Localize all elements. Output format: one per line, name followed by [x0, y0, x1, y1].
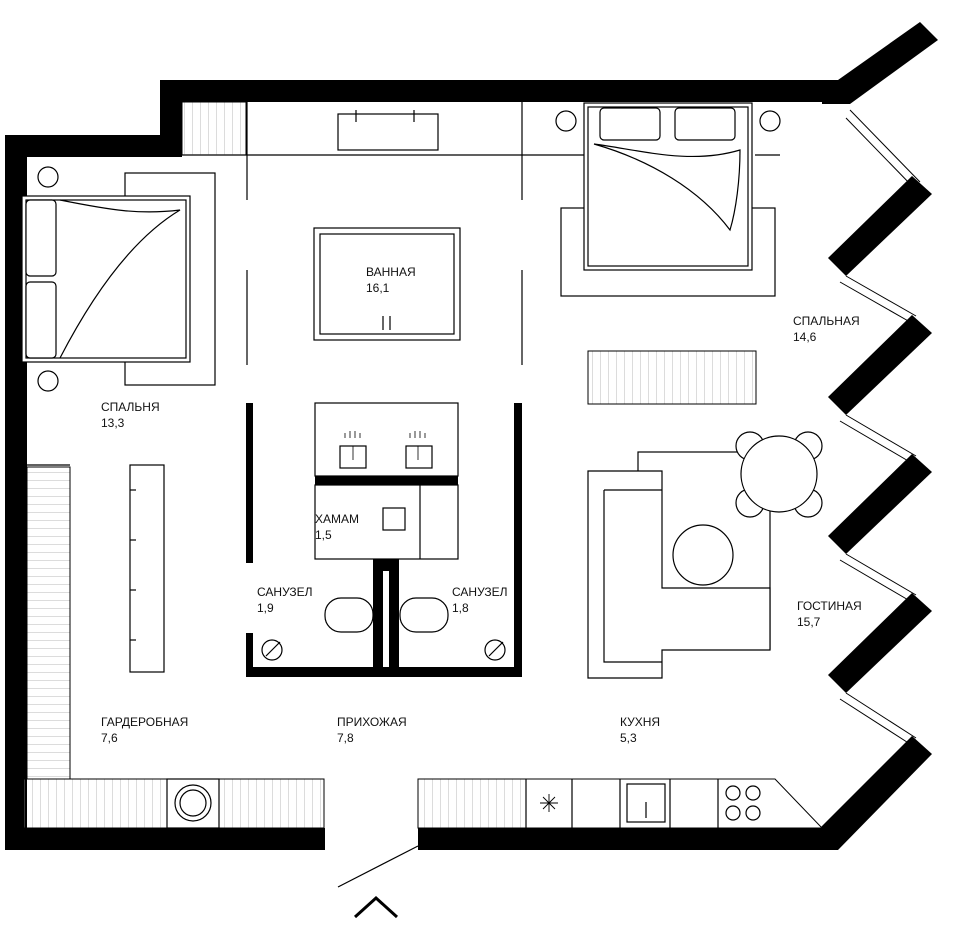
label-bedroom-left-area: 13,3: [101, 416, 125, 430]
chevron-up-icon: [353, 895, 399, 919]
label-kitchen-area: 5,3: [620, 731, 637, 745]
exterior-walls: [5, 22, 938, 850]
label-bathroom-area: 16,1: [366, 281, 390, 295]
interior-walls: [27, 102, 780, 677]
toilet-icon: [261, 597, 506, 661]
label-wc-left-area: 1,9: [257, 601, 274, 615]
label-bedroom-right-name: СПАЛЬНАЯ: [793, 314, 860, 328]
label-wardrobe-name: ГАРДЕРОБНАЯ: [101, 715, 188, 729]
shower-icon: [344, 431, 426, 460]
label-bathroom-name: ВАННАЯ: [366, 265, 416, 279]
label-hamam-area: 1,5: [315, 528, 332, 542]
left-bedroom-furniture: [21, 166, 216, 392]
label-wc-left-name: САНУЗЕЛ: [257, 585, 313, 599]
label-kitchen-name: КУХНЯ: [620, 715, 660, 729]
label-bedroom-right-area: 14,6: [793, 330, 817, 344]
right-bedroom-furniture: [555, 102, 781, 405]
cooktop-icon: [725, 785, 761, 821]
label-living-name: ГОСТИНАЯ: [797, 599, 862, 613]
label-bedroom-left-name: СПАЛЬНЯ: [101, 400, 160, 414]
label-living-area: 15,7: [797, 615, 821, 629]
living-furniture: [587, 431, 823, 679]
bathtub: [313, 227, 461, 341]
label-wc-right-area: 1,8: [452, 601, 469, 615]
entrance-door: [337, 845, 419, 888]
label-hallway-area: 7,8: [337, 731, 354, 745]
bathroom-fixtures: [181, 101, 461, 560]
label-wardrobe-area: 7,6: [101, 731, 118, 745]
room-labels: ВАННАЯ 16,1 СПАЛЬНАЯ 14,6 СПАЛЬНЯ 13,3 Х…: [101, 265, 862, 745]
wardrobe-furniture: [21, 464, 325, 829]
windows: [839, 109, 921, 745]
washing-machine-icon: [174, 784, 212, 822]
label-hallway-name: ПРИХОЖАЯ: [337, 715, 407, 729]
label-hamam-name: ХАМАМ: [315, 512, 359, 526]
kitchen-furniture: [417, 778, 824, 829]
label-wc-right-name: САНУЗЕЛ: [452, 585, 508, 599]
